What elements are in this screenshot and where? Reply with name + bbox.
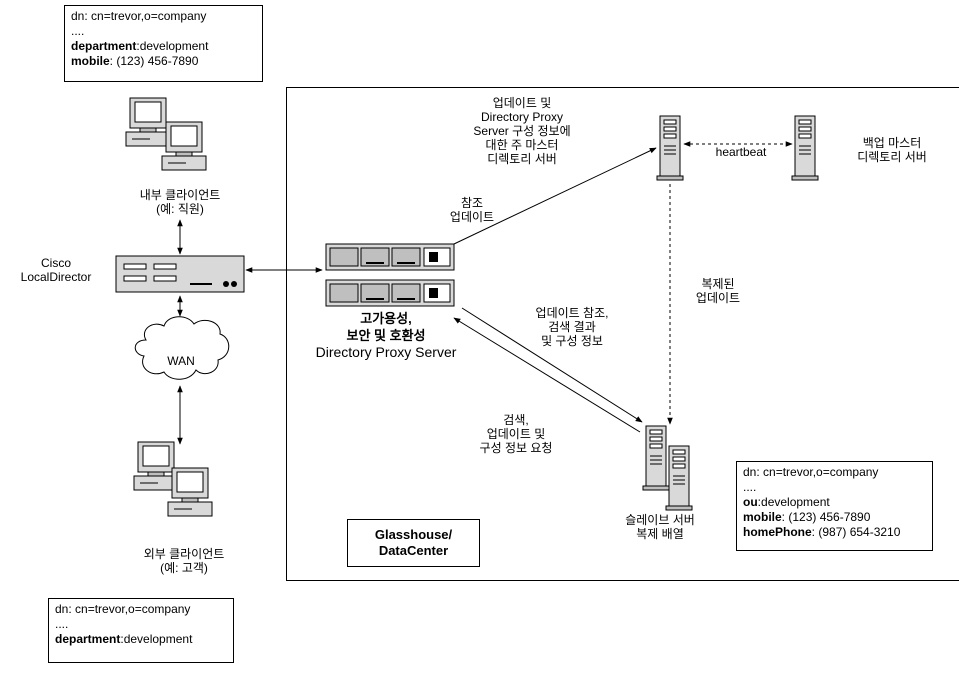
datacenter-label: Glasshouse/ DataCenter xyxy=(347,519,480,567)
heartbeat-label: heartbeat xyxy=(715,145,767,159)
wan-cloud xyxy=(134,316,230,380)
backup-master-server xyxy=(791,115,819,181)
datacenter-frame xyxy=(286,87,959,581)
ldif-internal-client: dn: cn=trevor,o=company .... department:… xyxy=(64,5,263,82)
external-client-label: 외부 클라이언트(예: 고객) xyxy=(143,547,225,575)
ldif-slave-server: dn: cn=trevor,o=company .... ou:developm… xyxy=(736,461,933,551)
cisco-localdirector-device xyxy=(115,255,245,293)
external-client-workstations xyxy=(133,441,213,517)
wan-label: WAN xyxy=(167,354,195,368)
connectors xyxy=(177,141,793,445)
slave-server-array xyxy=(642,425,693,511)
ldif-external-client: dn: cn=trevor,o=company .... department:… xyxy=(48,598,234,663)
internal-client-workstations xyxy=(125,97,207,171)
directory-proxy-servers xyxy=(325,243,455,307)
internal-client-label: 내부 클라이언트(예: 직원) xyxy=(139,188,221,216)
primary-master-server xyxy=(656,115,684,181)
